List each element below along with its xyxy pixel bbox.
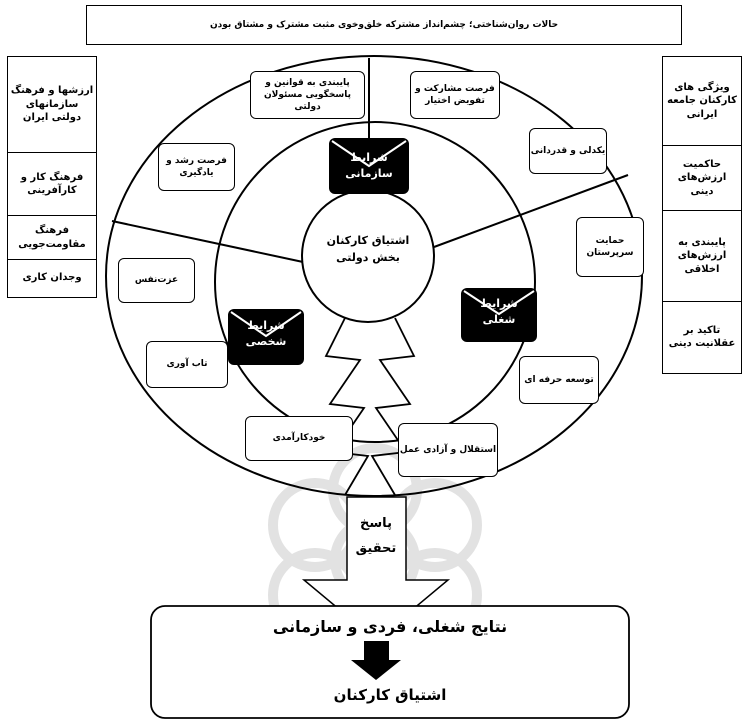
item-support: حمایت سرپرستان xyxy=(576,217,644,277)
answer-line1: پاسخ xyxy=(360,516,392,531)
right-item-ethics: پایبندی به ارزش‌های اخلاقی xyxy=(663,211,741,302)
envelope-personal xyxy=(228,309,304,365)
envelope-job xyxy=(461,288,537,342)
item-resilience: تاب آوری xyxy=(146,341,228,388)
left-item-resistance: فرهنگ مقاومت‌جویی xyxy=(8,216,96,260)
envelope-organizational xyxy=(329,138,409,194)
bottom-title: نتایج شغلی، فردی و سازمانی xyxy=(272,617,508,636)
left-item-values: ارزشها و فرهنگ سازمانهای دولتی ایران xyxy=(8,57,96,153)
left-column: ارزشها و فرهنگ سازمانهای دولتی ایران فره… xyxy=(7,56,97,298)
left-item-conscience: وجدان کاری xyxy=(22,272,82,284)
bottom-subtitle: اشتیاق کارکنان xyxy=(333,686,447,704)
middle-ring xyxy=(214,121,536,443)
header-text: حالات روان‌شناختی؛ چشم‌انداز مشترکه خلق‌… xyxy=(209,19,559,30)
right-item-religious-values: حاکمیت ارزش‌های دینی xyxy=(663,146,741,211)
item-commitment: پایبندی به قوانین و پاسخگویی مسئولان دول… xyxy=(250,71,365,119)
item-justice: یکدلی و قدردانی xyxy=(529,128,607,174)
item-autonomy: استقلال و آزادی عمل xyxy=(398,423,498,477)
right-item-characteristics: ویژگی های کارکنان جامعه ایرانی xyxy=(663,57,741,146)
left-item-work-culture: فرهنگ کار و کارآفرینی xyxy=(8,153,96,216)
item-participation: فرصت مشارکت و تفویض اختیار xyxy=(410,71,500,119)
center-line2: بخش دولتی xyxy=(336,251,400,265)
item-professional: توسعه حرفه ای xyxy=(519,356,599,404)
right-column: ویژگی های کارکنان جامعه ایرانی حاکمیت ار… xyxy=(662,56,742,374)
center-label: اشتیاق کارکنان بخش دولتی xyxy=(308,232,428,266)
zigzag-right xyxy=(370,317,416,496)
right-item-rationality: تاکید بر عقلانیت دینی xyxy=(668,324,736,350)
divider-right xyxy=(433,174,629,248)
outer-ellipse xyxy=(105,55,643,497)
item-growth: فرصت رشد و یادگیری xyxy=(158,143,235,191)
divider-left xyxy=(111,220,304,263)
header-box: حالات روان‌شناختی؛ چشم‌انداز مشترکه خلق‌… xyxy=(86,5,682,45)
condition-job-label: شرایط شغلی xyxy=(480,297,518,326)
answer-label: پاسخ تحقیق xyxy=(340,512,412,561)
black-down-arrow-icon xyxy=(351,641,401,680)
condition-personal-label: شرایط شخصی xyxy=(245,319,287,348)
condition-organizational-label: شرایط سازمانی xyxy=(345,151,393,180)
item-self-efficacy: خودکارآمدی xyxy=(245,416,353,461)
item-self-esteem: عزت‌نفس xyxy=(118,258,195,303)
answer-line2: تحقیق xyxy=(355,540,397,556)
center-line1: اشتیاق کارکنان xyxy=(326,234,410,247)
zigzag-left xyxy=(324,317,370,496)
